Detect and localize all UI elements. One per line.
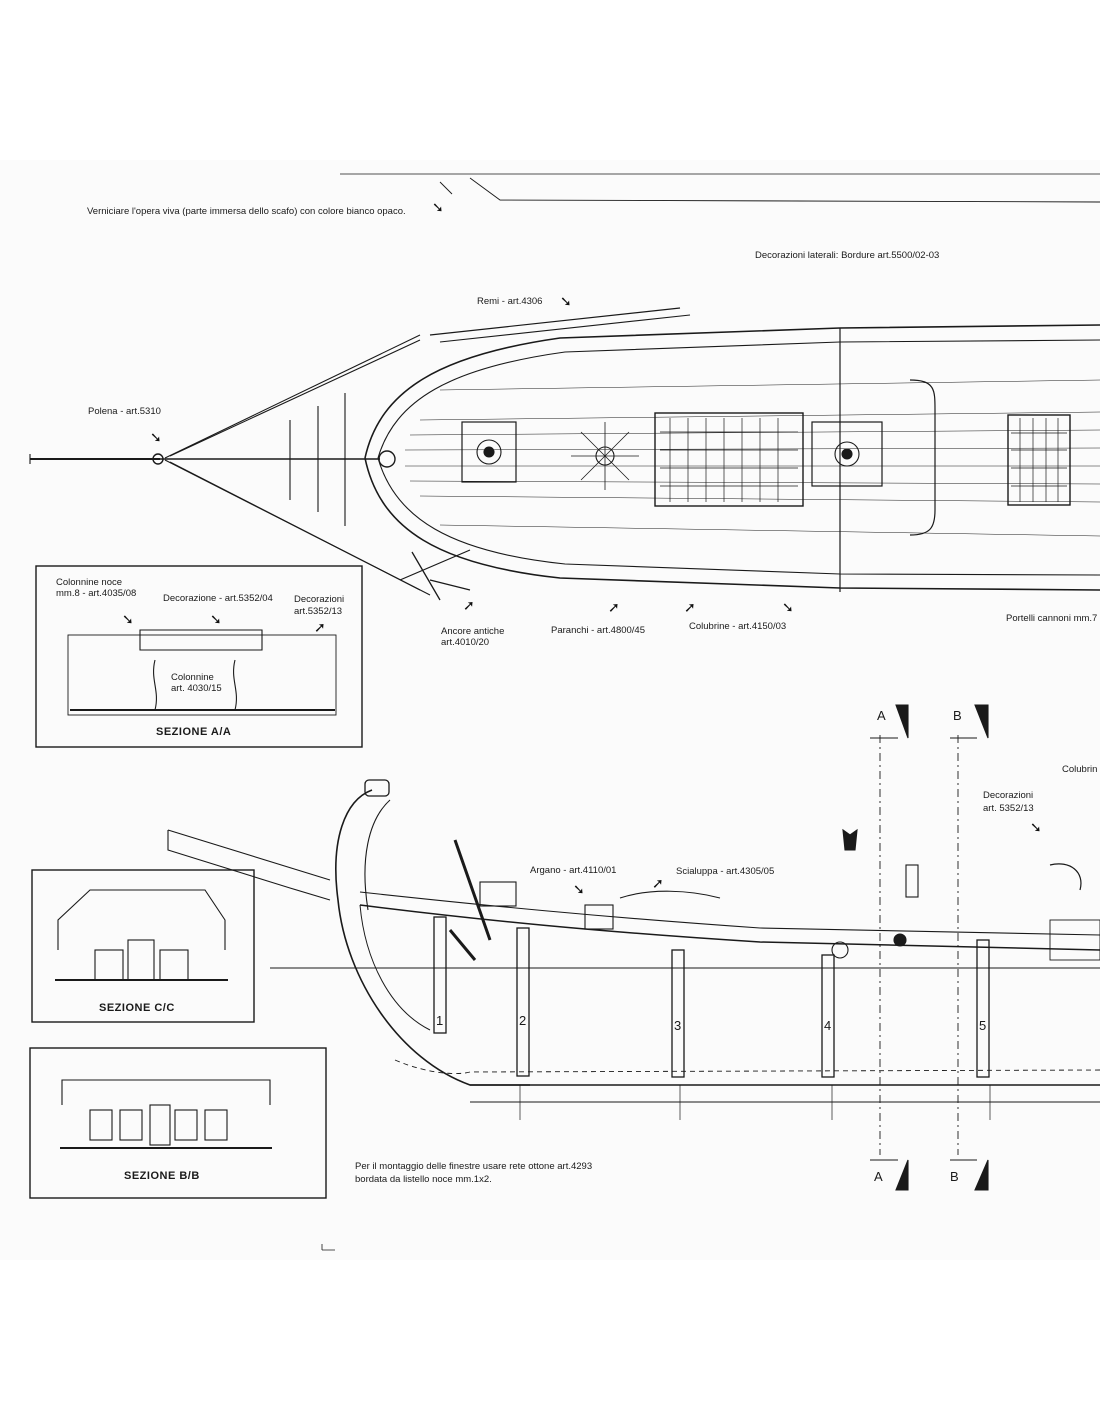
pointer-arrow-icon: ➚: [463, 597, 475, 613]
cut-marker-a-top: A: [877, 708, 886, 723]
pointer-arrow-icon: ➘: [150, 429, 162, 445]
pointer-arrow-icon: ➘: [560, 293, 572, 309]
plan-sheet: Verniciare l'opera viva (parte immersa d…: [0, 160, 1100, 1260]
windows-note-line-1: Per il montaggio delle finestre usare re…: [355, 1161, 593, 1172]
label-decorazioni-side-1: Decorazioni: [983, 790, 1034, 801]
pointer-arrow-icon: ➚: [684, 599, 696, 615]
frame-number: 5: [979, 1018, 987, 1033]
label-colonnine-noce-1: Colonnine noce: [56, 577, 123, 588]
section-aa-box: [35, 565, 363, 748]
pointer-arrow-icon: ➚: [608, 599, 620, 615]
frame-number: 4: [824, 1018, 832, 1033]
label-scialuppa: Scialuppa - art.4305/05: [676, 866, 775, 877]
label-colubrine: Colubrine - art.4150/03: [689, 621, 787, 632]
label-polena: Polena - art.5310: [88, 406, 161, 417]
pointer-arrow-icon: ➘: [1030, 819, 1042, 835]
label-colonnine-noce-2: mm.8 - art.4035/08: [56, 588, 137, 599]
paint-note: Verniciare l'opera viva (parte immersa d…: [87, 206, 406, 217]
label-portelli: Portelli cannoni mm.7: [1006, 613, 1098, 624]
section-cc-title: SEZIONE C/C: [99, 1002, 175, 1014]
ship-plan-drawing: [29, 173, 1100, 1251]
label-decorazioni-2: art.5352/13: [294, 606, 343, 617]
cut-marker-b-bottom: B: [950, 1169, 959, 1184]
frame-number: 2: [519, 1013, 527, 1028]
label-remi: Remi - art.4306: [477, 296, 543, 307]
label-decorazioni-1: Decorazioni: [294, 594, 345, 605]
pointer-arrow-icon: ➘: [432, 199, 444, 215]
label-ancore-1: Ancore antiche: [441, 626, 505, 637]
section-aa-title: SEZIONE A/A: [156, 726, 232, 738]
section-bb-box: [29, 1047, 327, 1199]
pointer-arrow-icon: ➘: [782, 599, 794, 615]
side-decorations-note: Decorazioni laterali: Bordure art.5500/0…: [755, 250, 940, 261]
pointer-arrow-icon: ➚: [652, 875, 664, 891]
label-decorazione: Decorazione - art.5352/04: [163, 593, 273, 604]
section-bb-title: SEZIONE B/B: [124, 1170, 200, 1182]
section-cc-box: [31, 869, 255, 1023]
label-colubrine-side: Colubrin: [1062, 764, 1098, 775]
label-argano: Argano - art.4110/01: [530, 865, 617, 876]
label-decorazioni-side-2: art. 5352/13: [983, 803, 1034, 814]
label-colonnine-2: art. 4030/15: [171, 683, 222, 694]
frame-number: 1: [436, 1013, 444, 1028]
windows-note-line-2: bordata da listello noce mm.1x2.: [355, 1174, 492, 1185]
pointer-arrow-icon: ➚: [314, 619, 326, 635]
deck-plan-view: [29, 307, 1100, 601]
pointer-arrow-icon: ➘: [210, 611, 222, 627]
label-ancore-2: art.4010/20: [441, 637, 490, 648]
side-profile-view: [167, 704, 1100, 1191]
label-paranchi: Paranchi - art.4800/45: [551, 625, 646, 636]
frame-number: 3: [674, 1018, 682, 1033]
cut-marker-a-bottom: A: [874, 1169, 883, 1184]
label-colonnine-1: Colonnine: [171, 672, 214, 683]
cut-marker-b-top: B: [953, 708, 962, 723]
pointer-arrow-icon: ➘: [122, 611, 134, 627]
pointer-arrow-icon: ➘: [573, 881, 585, 897]
